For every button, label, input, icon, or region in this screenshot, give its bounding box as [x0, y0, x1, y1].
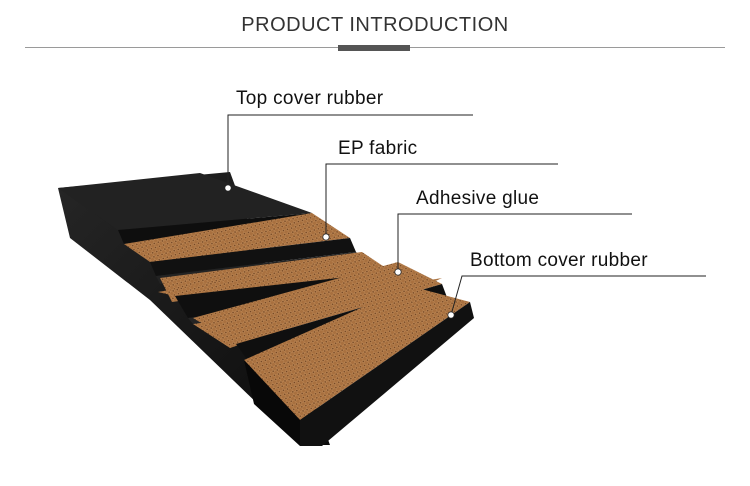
title-divider-accent [338, 45, 410, 51]
leader-ep-fabric [325, 163, 558, 237]
fabric-layer-1 [124, 213, 350, 262]
fabric-layer-3b [193, 262, 442, 344]
label-adhesive-glue: Adhesive glue [416, 188, 540, 209]
leader-adhesive [397, 213, 632, 272]
leader-top-cover [227, 114, 473, 188]
bottom-cover-edge [244, 360, 300, 446]
label-top-cover-rubber: Top cover rubber [236, 88, 384, 109]
label-ep-fabric: EP fabric [338, 138, 418, 159]
top-cover-face [58, 173, 312, 230]
marker-ep-fabric [322, 233, 330, 241]
marker-top-cover [224, 184, 232, 192]
marker-bottom-cover [447, 311, 455, 319]
leader-bottom-cover [450, 275, 706, 316]
fabric-layer-4 [244, 286, 470, 420]
section-title: PRODUCT INTRODUCTION [241, 14, 509, 36]
bottom-cover-front [300, 302, 474, 446]
rubber-step-1 [150, 238, 356, 276]
marker-adhesive [394, 268, 402, 276]
fabric-layer-2b [158, 256, 392, 296]
label-bottom-cover-rubber: Bottom cover rubber [470, 250, 648, 271]
